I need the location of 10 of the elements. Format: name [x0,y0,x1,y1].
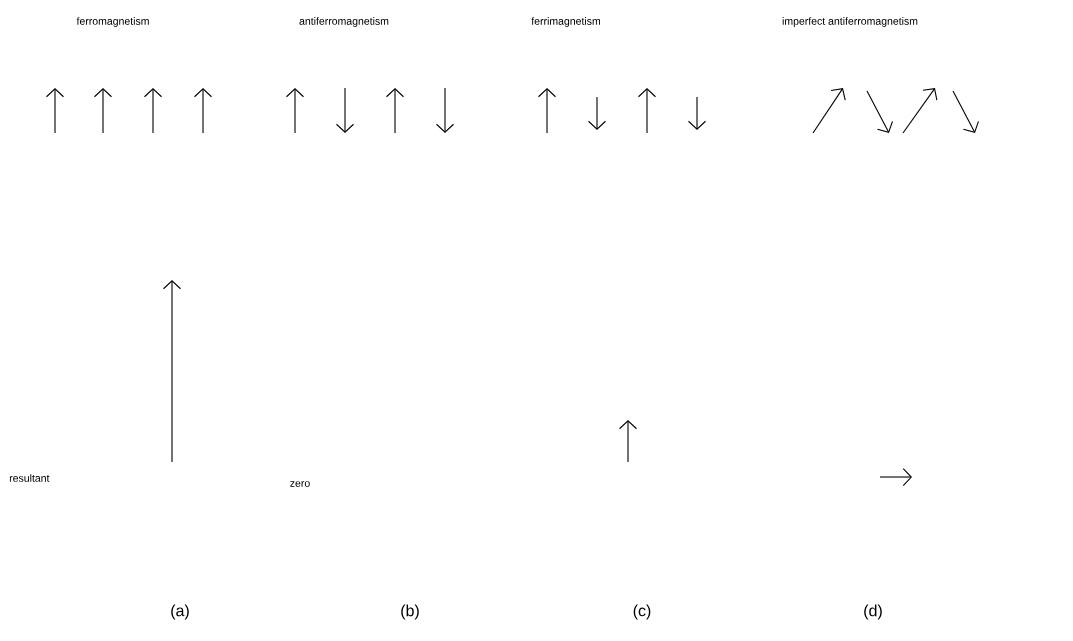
panel-letter: (a) [171,604,189,620]
caption-text: imperfect antiferromagnetism [782,17,918,27]
panel-letter: (b) [401,604,419,620]
caption-text: ferromagnetism [76,17,149,27]
caption-text: zero [290,481,310,487]
caption-text: resultant [9,474,50,482]
panel-letter: (c) [633,604,651,620]
caption-text: ferrimagnetism [531,17,600,27]
panel-letter: (d) [864,604,882,620]
caption-text: antiferromagnetism [299,17,389,27]
